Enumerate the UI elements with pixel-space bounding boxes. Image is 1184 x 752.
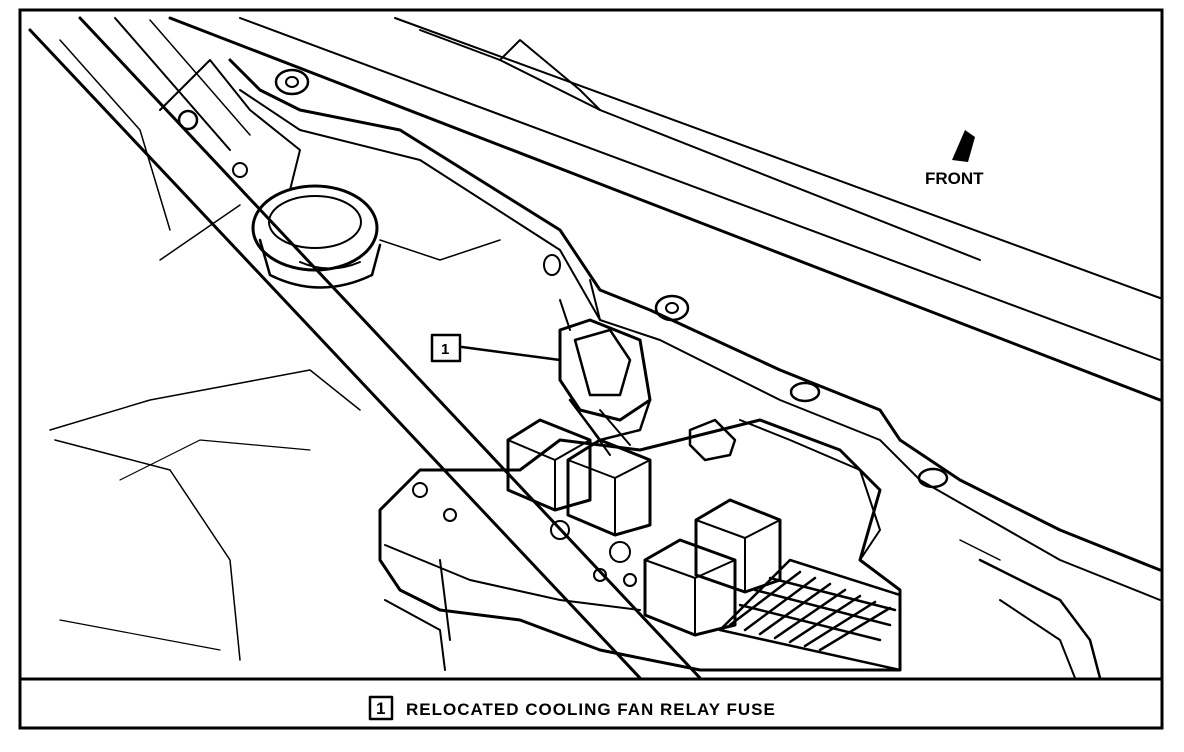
cowl-seam xyxy=(228,58,1162,572)
relay-1 xyxy=(506,418,592,512)
callout-leader xyxy=(460,345,562,362)
drawing-lines xyxy=(28,16,1162,721)
callout-box xyxy=(430,333,462,363)
hood-strut xyxy=(28,28,642,680)
front-label: FRONT xyxy=(925,169,984,188)
bolt-upper-left xyxy=(274,68,310,96)
reservoir-cap xyxy=(251,184,379,272)
figure-border xyxy=(18,8,1164,730)
callout-number: 1 xyxy=(441,341,449,358)
front-direction-arrow-icon xyxy=(952,130,975,162)
bolt-center xyxy=(654,294,690,322)
caption-number: 1 xyxy=(376,699,386,718)
relocated-fuse-holder xyxy=(558,318,652,422)
relay-3 xyxy=(694,498,782,594)
caption-text: RELOCATED COOLING FAN RELAY FUSE xyxy=(406,700,776,719)
cowl-top-edge xyxy=(168,16,1162,402)
fuse-panel xyxy=(718,558,902,672)
caption-number-box xyxy=(368,695,394,721)
hood-strut-edge xyxy=(78,16,702,680)
relay-4 xyxy=(643,538,737,637)
fuse-block-outline xyxy=(378,418,902,672)
